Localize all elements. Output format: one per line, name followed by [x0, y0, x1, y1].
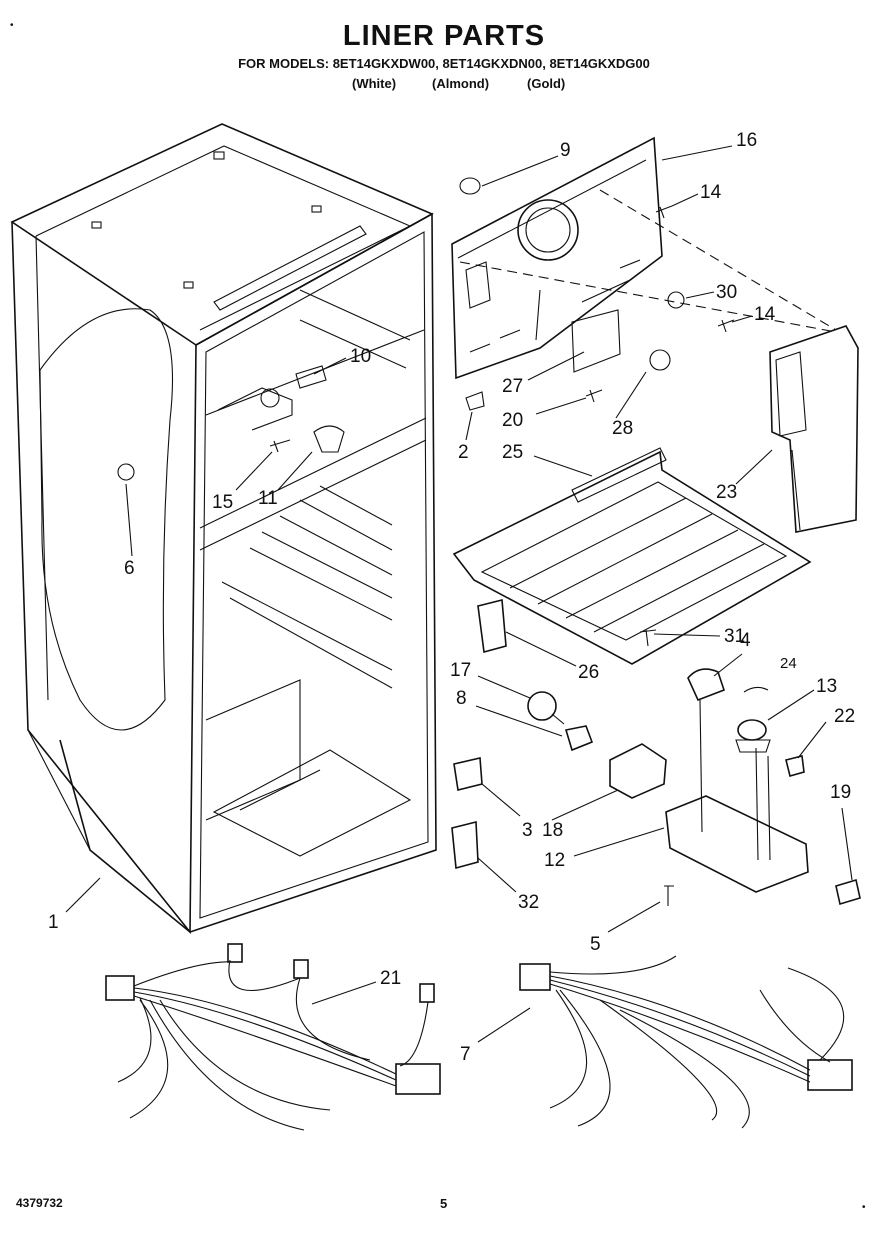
cabinet-liner [10, 123, 437, 935]
callout-27: 27 [502, 376, 523, 397]
callout-12: 12 [544, 850, 565, 871]
callout-14-lower: 14 [754, 304, 776, 325]
callout-8: 8 [456, 688, 467, 709]
part-19-shape [835, 878, 861, 906]
part-4-shape [687, 668, 726, 702]
callout-5: 5 [590, 934, 601, 955]
callout-31: 31 [724, 626, 745, 647]
callout-24: 24 [780, 655, 797, 672]
page-title: LINER PARTS [342, 20, 546, 52]
corner-mark: • [862, 1202, 866, 1213]
part-24-shape [743, 686, 769, 693]
part-12-shape [665, 795, 809, 893]
part-17-shape [527, 691, 557, 721]
color-white: (White) [352, 76, 397, 91]
part-3-shape [453, 757, 483, 791]
part-32-shape [451, 820, 479, 870]
part-8-shape [564, 725, 594, 752]
evaporator-cover [451, 136, 837, 411]
models-line: FOR MODELS: 8ET14GKXDW00, 8ET14GKXDN00, … [238, 56, 650, 71]
callout-23: 23 [716, 482, 737, 503]
callout-17: 17 [450, 660, 471, 681]
callout-11: 11 [258, 488, 278, 509]
document-number: 4379732 [16, 1196, 63, 1210]
control-housing [769, 325, 859, 533]
callout-9: 9 [560, 140, 571, 161]
part-5-shape [664, 885, 674, 906]
part-13-shape [737, 719, 767, 741]
callout-16: 16 [736, 130, 757, 151]
callout-labels: 9 16 14 30 14 10 27 20 28 2 25 23 15 11 … [48, 130, 855, 1065]
callout-21: 21 [380, 968, 401, 989]
callout-14-top: 14 [700, 182, 722, 203]
part-31-shape [639, 629, 657, 647]
callout-28: 28 [612, 418, 633, 439]
callout-18: 18 [542, 820, 563, 841]
callout-3: 3 [522, 820, 533, 841]
callout-20: 20 [502, 410, 523, 431]
callout-13: 13 [816, 676, 837, 697]
freezer-shelf [452, 447, 812, 665]
callout-15: 15 [212, 492, 233, 513]
callout-26: 26 [578, 662, 599, 683]
callout-32: 32 [518, 892, 539, 913]
callout-30: 30 [716, 282, 737, 303]
part-22-shape [785, 755, 805, 777]
leader-lines [65, 145, 853, 1043]
callout-7: 7 [460, 1044, 471, 1065]
wire-harness-7 [519, 955, 853, 1129]
part-18-shape [609, 743, 667, 799]
callout-1: 1 [48, 912, 59, 933]
callout-25: 25 [502, 442, 523, 463]
callout-2: 2 [458, 442, 469, 463]
corner-mark: • [10, 20, 14, 31]
callout-19: 19 [830, 782, 851, 803]
callout-6: 6 [124, 558, 135, 579]
callout-10: 10 [350, 346, 371, 367]
callout-22: 22 [834, 706, 855, 727]
page-number: 5 [440, 1196, 448, 1211]
color-almond: (Almond) [432, 76, 490, 91]
part-26-shape [477, 598, 507, 654]
callout-4: 4 [740, 630, 751, 651]
color-gold: (Gold) [527, 76, 566, 91]
wire-harness-21 [105, 943, 441, 1131]
